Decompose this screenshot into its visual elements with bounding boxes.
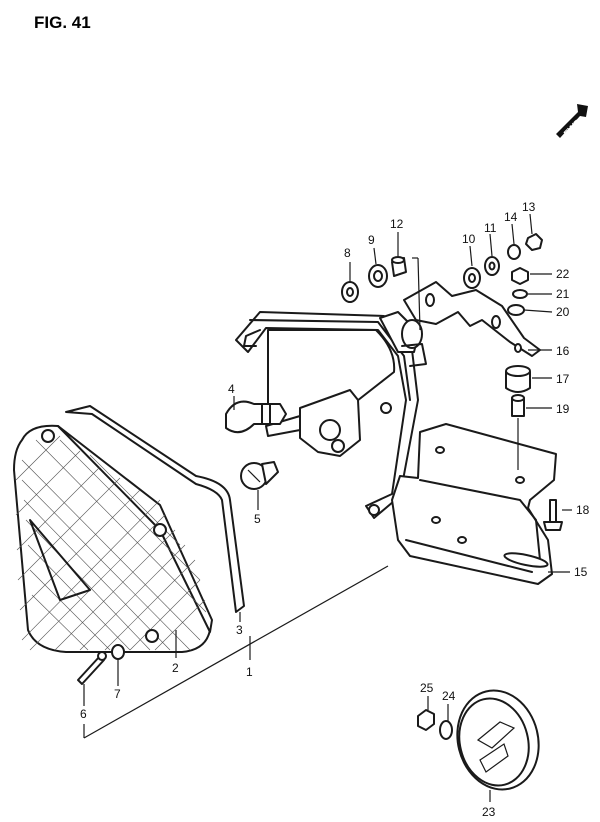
callout-14: 14 bbox=[504, 210, 518, 224]
callout-13: 13 bbox=[522, 200, 536, 214]
hardware-parts bbox=[77, 233, 563, 740]
forward-arrow-icon: FWD bbox=[556, 104, 588, 138]
callout-6: 6 bbox=[80, 707, 87, 721]
upper-bracket-part bbox=[403, 281, 541, 357]
small-bulb-part bbox=[240, 461, 279, 490]
callout-8: 8 bbox=[344, 246, 351, 260]
bulb-part bbox=[225, 400, 287, 434]
callout-21: 21 bbox=[556, 287, 570, 301]
callout-11: 11 bbox=[484, 221, 497, 235]
callout-16: 16 bbox=[556, 344, 570, 358]
callout-5: 5 bbox=[254, 512, 261, 526]
bracket-part bbox=[391, 423, 557, 585]
callout-3: 3 bbox=[236, 623, 243, 637]
callout-25: 25 bbox=[420, 681, 434, 695]
callout-22: 22 bbox=[556, 267, 570, 281]
callout-15: 15 bbox=[574, 565, 588, 579]
callout-17: 17 bbox=[556, 372, 570, 386]
callout-10: 10 bbox=[462, 232, 476, 246]
gasket-part bbox=[65, 405, 245, 613]
callout-23: 23 bbox=[482, 805, 496, 819]
callout-9: 9 bbox=[368, 233, 375, 247]
callout-7: 7 bbox=[114, 687, 121, 701]
forward-label: FWD bbox=[562, 117, 584, 139]
callout-1: 1 bbox=[246, 665, 253, 679]
leader-lines bbox=[83, 213, 572, 802]
lens-part bbox=[13, 424, 213, 653]
callout-4: 4 bbox=[228, 382, 235, 396]
callout-19: 19 bbox=[556, 402, 570, 416]
figure-title: FIG. 41 bbox=[34, 13, 91, 32]
callout-18: 18 bbox=[576, 503, 590, 517]
callout-labels: 1 2 3 4 5 6 7 8 9 10 11 12 13 14 15 16 1… bbox=[80, 200, 590, 819]
housing-part bbox=[235, 311, 427, 519]
callout-12: 12 bbox=[390, 217, 404, 231]
callout-24: 24 bbox=[442, 689, 456, 703]
callout-20: 20 bbox=[556, 305, 570, 319]
reflector-part bbox=[456, 689, 540, 791]
callout-2: 2 bbox=[172, 661, 179, 675]
